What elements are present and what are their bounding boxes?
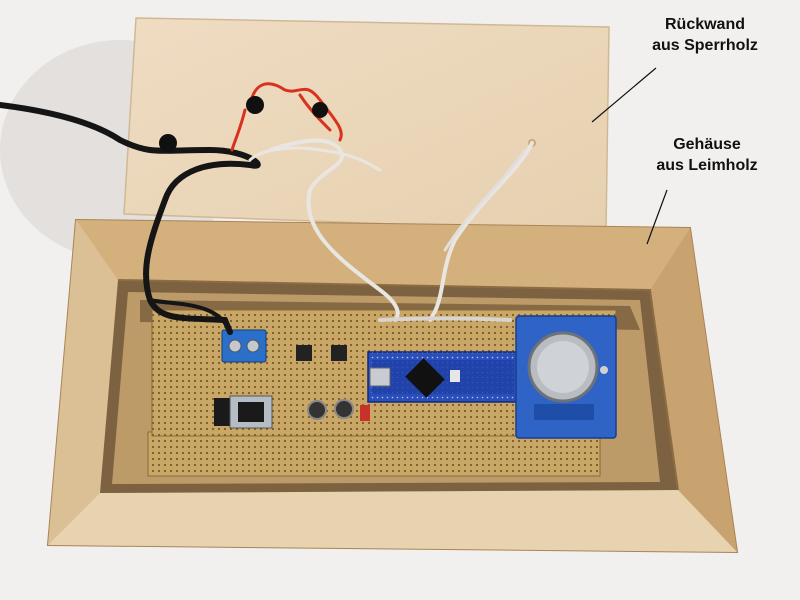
capacitor-red bbox=[360, 405, 370, 421]
annotation-label-back-panel: Rückwand aus Sperrholz bbox=[630, 14, 780, 56]
cable-grommet bbox=[159, 134, 177, 152]
usb-port bbox=[369, 367, 391, 387]
cable-grommet bbox=[246, 96, 264, 114]
arduino-nano-board bbox=[367, 351, 519, 403]
annotation-leader-line bbox=[591, 67, 657, 123]
plywood-back-panel bbox=[123, 17, 610, 233]
screw-terminal-block bbox=[221, 329, 267, 363]
cable-grommet bbox=[312, 102, 328, 118]
capacitor bbox=[334, 399, 354, 419]
capacitor bbox=[307, 400, 327, 420]
microcontroller-chip bbox=[405, 358, 445, 398]
push-button bbox=[331, 345, 347, 361]
annotation-line: aus Leimholz bbox=[656, 157, 758, 174]
annotation-leader-line bbox=[646, 189, 668, 245]
annotation-line: aus Sperrholz bbox=[652, 37, 758, 54]
rtc-module bbox=[515, 315, 617, 439]
push-button bbox=[296, 345, 312, 361]
wire-bundle bbox=[0, 82, 534, 335]
annotation-line: Gehäuse bbox=[673, 136, 741, 153]
annotation-label-housing: Gehäuse aus Leimholz bbox=[632, 134, 782, 176]
annotation-line: Rückwand bbox=[664, 16, 745, 33]
voltage-regulator bbox=[214, 395, 273, 429]
